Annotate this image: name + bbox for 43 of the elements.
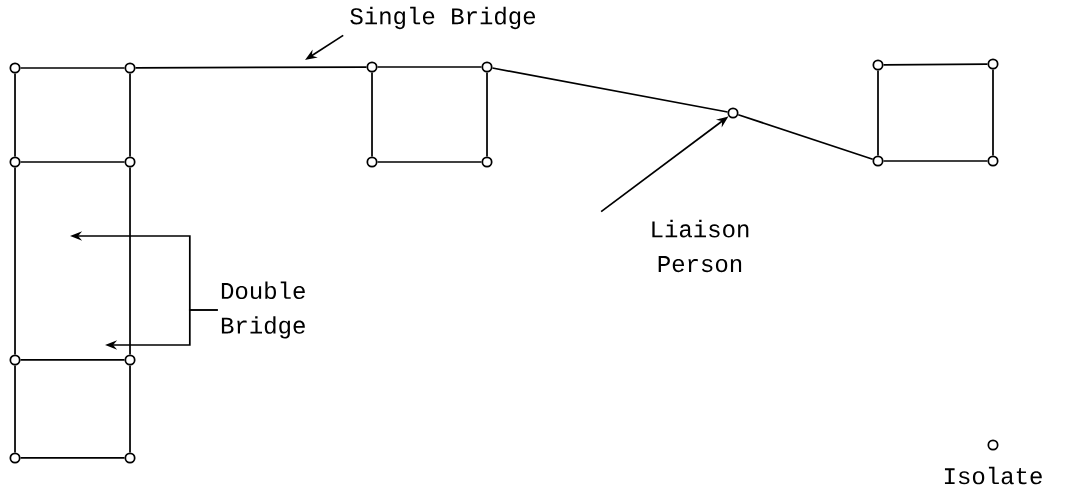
network-node [124, 354, 136, 366]
label-text: Liaison Person [652, 219, 749, 273]
connecting-line [877, 69, 879, 157]
network-node [987, 155, 999, 167]
connecting-line [129, 72, 131, 158]
connecting-line [19, 457, 126, 459]
connecting-line [129, 166, 131, 356]
connecting-line [19, 161, 126, 163]
network-node [124, 452, 136, 464]
node-label: Isolate [944, 466, 1042, 485]
connecting-line [14, 166, 16, 356]
network-node [481, 156, 493, 168]
connecting-line [882, 63, 989, 66]
network-node [9, 452, 21, 464]
network-node [872, 59, 884, 71]
network-node [124, 156, 136, 168]
network-node [9, 62, 21, 74]
connecting-line [19, 359, 126, 361]
connecting-line [371, 71, 373, 158]
connecting-line [737, 113, 874, 161]
connecting-line [376, 161, 483, 163]
connecting-line [14, 72, 16, 158]
network-node [872, 155, 884, 167]
network-node [9, 354, 21, 366]
network-node [366, 156, 378, 168]
connecting-line [129, 364, 131, 454]
connecting-line [134, 66, 368, 69]
connecting-line [882, 160, 989, 162]
network-node [727, 107, 739, 119]
network-node [481, 61, 493, 73]
network-node [987, 439, 999, 451]
connecting-line [491, 67, 729, 113]
network-node [987, 58, 999, 70]
network-node [366, 61, 378, 73]
network-node [9, 156, 21, 168]
connecting-line [376, 66, 483, 68]
connecting-line [19, 67, 126, 69]
network-node [124, 62, 136, 74]
connecting-line [992, 68, 994, 157]
connecting-line [14, 364, 16, 454]
connecting-line [486, 71, 488, 158]
label-text: Double Bridge [221, 281, 305, 339]
label-text: Single Bridge [350, 6, 535, 30]
